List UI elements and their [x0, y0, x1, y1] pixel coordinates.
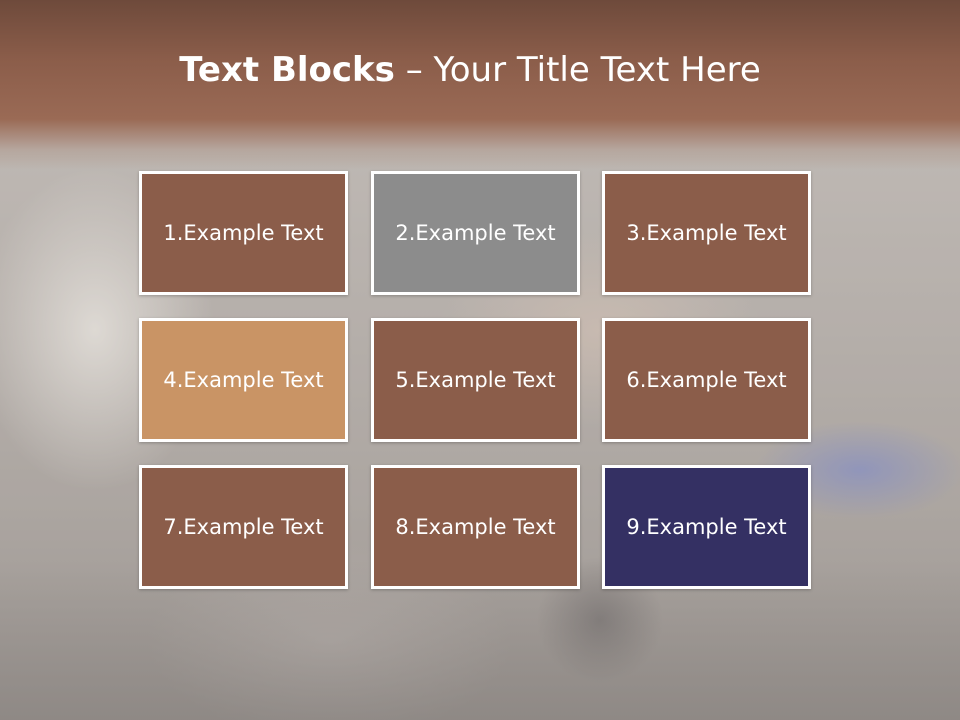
text-block-2-label: 2.Example Text: [395, 221, 556, 245]
slide-title: Text Blocks – Your Title Text Here: [0, 50, 940, 90]
text-block-6-label: 6.Example Text: [626, 368, 787, 392]
title-rest-text: – Your Title Text Here: [394, 50, 761, 90]
text-block-3-label: 3.Example Text: [626, 221, 787, 245]
text-block-9-label: 9.Example Text: [626, 515, 787, 539]
text-block-7-label: 7.Example Text: [163, 515, 324, 539]
text-block-4-label: 4.Example Text: [163, 368, 324, 392]
text-block-2[interactable]: 2.Example Text: [371, 171, 580, 295]
text-block-3[interactable]: 3.Example Text: [602, 171, 811, 295]
text-block-5-label: 5.Example Text: [395, 368, 556, 392]
title-band: [0, 0, 960, 170]
text-block-5[interactable]: 5.Example Text: [371, 318, 580, 442]
text-block-8[interactable]: 8.Example Text: [371, 465, 580, 589]
text-block-9[interactable]: 9.Example Text: [602, 465, 811, 589]
text-block-8-label: 8.Example Text: [395, 515, 556, 539]
text-block-7[interactable]: 7.Example Text: [139, 465, 348, 589]
text-block-1[interactable]: 1.Example Text: [139, 171, 348, 295]
text-block-1-label: 1.Example Text: [163, 221, 324, 245]
text-block-grid: 1.Example Text 2.Example Text 3.Example …: [139, 171, 815, 593]
text-block-6[interactable]: 6.Example Text: [602, 318, 811, 442]
text-block-4[interactable]: 4.Example Text: [139, 318, 348, 442]
title-bold-text: Text Blocks: [179, 50, 395, 90]
